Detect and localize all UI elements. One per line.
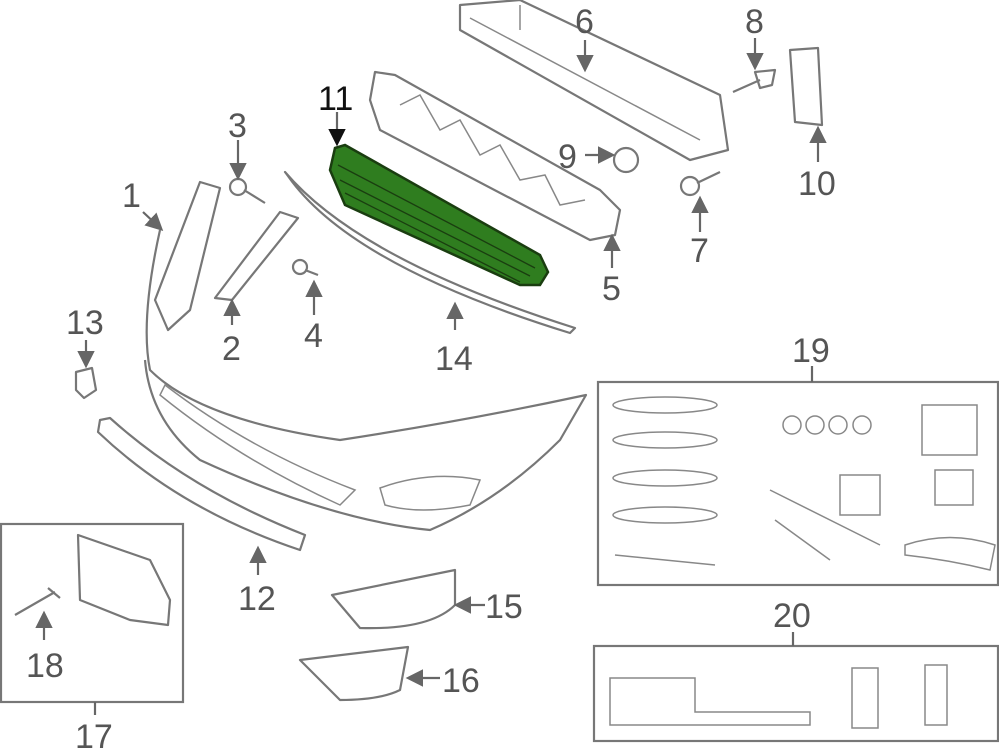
callout-14: 14	[435, 340, 473, 378]
callout-6: 6	[575, 3, 594, 41]
callout-9: 9	[558, 138, 577, 176]
part-8-bolt[interactable]	[732, 68, 777, 94]
callout-11: 11	[318, 80, 353, 118]
part-18-pin[interactable]	[14, 587, 61, 616]
part-11-grille[interactable]	[328, 143, 550, 287]
part-20-box[interactable]	[592, 644, 999, 743]
callout-arrows	[35, 38, 827, 715]
part-10-plate[interactable]	[788, 46, 824, 127]
part-7-bolt[interactable]	[679, 171, 721, 197]
part-17-bracket	[76, 533, 172, 627]
bumper-cover[interactable]	[143, 229, 588, 532]
callout-20: 20	[773, 597, 811, 635]
part-17-box[interactable]	[0, 522, 185, 704]
part-3-bolt[interactable]	[228, 177, 266, 204]
part-4-screw[interactable]	[291, 258, 319, 277]
callout-13: 13	[66, 304, 104, 342]
callout-17: 17	[75, 718, 113, 750]
part-1-bracket[interactable]	[153, 180, 222, 332]
part-13-clip[interactable]	[74, 366, 98, 400]
part-15-bezel[interactable]	[330, 568, 457, 630]
callout-7: 7	[690, 232, 709, 270]
callout-3: 3	[228, 107, 247, 145]
part-20-kit-contents	[609, 664, 948, 729]
part-19-box[interactable]	[596, 380, 999, 587]
part-2-bracket[interactable]	[213, 210, 300, 302]
part-14-strip[interactable]	[283, 170, 577, 335]
callout-5: 5	[602, 270, 621, 308]
callout-4: 4	[304, 317, 323, 355]
part-6-reinforcement-beam[interactable]	[458, 0, 730, 162]
callout-12: 12	[238, 580, 276, 618]
callout-2: 2	[222, 330, 241, 368]
callout-18: 18	[26, 647, 64, 685]
callout-16: 16	[442, 662, 480, 700]
callout-10: 10	[798, 165, 836, 203]
callout-labels: 1 2 3 4 5 6 7 8 9 10 11 12 13 14 15 16 1…	[26, 3, 836, 750]
part-19-kit-contents	[612, 396, 996, 571]
part-9-nut[interactable]	[612, 146, 640, 174]
callout-19: 19	[792, 332, 830, 370]
callout-8: 8	[745, 3, 764, 41]
part-16-fog-bezel[interactable]	[298, 645, 410, 702]
callout-1: 1	[122, 177, 141, 215]
callout-15: 15	[485, 588, 523, 626]
part-12-strip[interactable]	[96, 416, 307, 552]
